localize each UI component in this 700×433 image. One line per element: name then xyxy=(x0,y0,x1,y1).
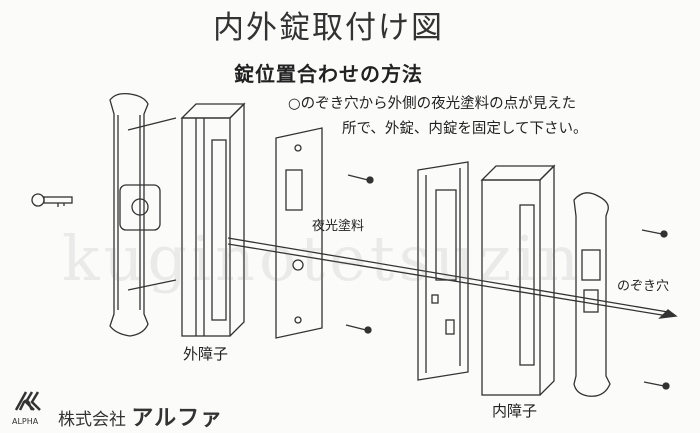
screw-icon xyxy=(345,324,372,334)
alpha-logo xyxy=(14,391,41,411)
peephole-label: のぞき穴 xyxy=(617,279,670,294)
outer-sash-label: 外障子 xyxy=(183,345,229,363)
company-brand: アルファ xyxy=(131,406,224,431)
luminous-paint-label: 夜光塗料 xyxy=(312,219,365,234)
outer-sash-frame xyxy=(180,102,246,337)
screw-icon xyxy=(641,229,668,238)
section-subtitle: 錠位置合わせの方法 xyxy=(234,62,423,86)
inner-sash-frame xyxy=(480,164,556,396)
logo-text: ALPHA xyxy=(12,417,39,426)
key-icon xyxy=(31,193,73,207)
watermark: kuginotetsuzin xyxy=(62,222,583,295)
instruction-line-2: 所で、外錠、内錠を固定して下さい。 xyxy=(342,121,588,137)
screw-icon xyxy=(643,381,670,390)
inner-lock-body xyxy=(417,161,469,381)
outer-lock-handle xyxy=(109,92,177,337)
screw-icon xyxy=(347,174,374,184)
company-name: 株式会社 アルファ xyxy=(58,400,223,432)
company-prefix: 株式会社 xyxy=(58,410,126,430)
page-title: 内外錠取付け図 xyxy=(213,10,444,46)
inner-sash-label: 内障子 xyxy=(492,402,538,420)
instruction-line-1: ○のぞき穴から外側の夜光塗料の点が見えた xyxy=(288,96,577,112)
strike-plate xyxy=(275,127,323,339)
inner-lock-handle xyxy=(573,192,611,397)
